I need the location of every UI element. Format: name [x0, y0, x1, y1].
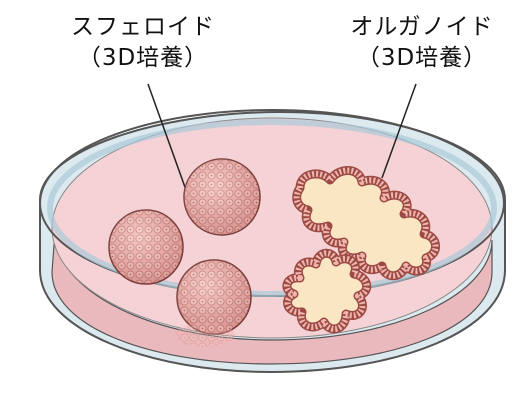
dish-rim-inner: [47, 119, 497, 297]
spheroid-left: [108, 209, 184, 285]
spheroid-top: [183, 158, 261, 236]
organoid-sub: （3D培養）: [356, 45, 488, 71]
spheroid-name: スフェロイド: [71, 14, 215, 40]
culture-medium-side: [51, 231, 493, 365]
spheroid-reflection: [175, 323, 235, 347]
spheroid-sub: （3D培養）: [77, 45, 209, 71]
organoid-pointer-line: [381, 83, 417, 179]
spheroid-pointer-line: [147, 83, 187, 191]
spheroid-bottom: [176, 259, 252, 335]
petri-dish: [39, 109, 506, 374]
organoid-small: [282, 248, 372, 334]
organoid-name: オルガノイド: [350, 14, 494, 40]
organoid-large: [292, 166, 440, 281]
organoid-label: オルガノイド （3D培養）: [332, 12, 512, 74]
spheroid-label: スフェロイド （3D培養）: [58, 12, 228, 74]
